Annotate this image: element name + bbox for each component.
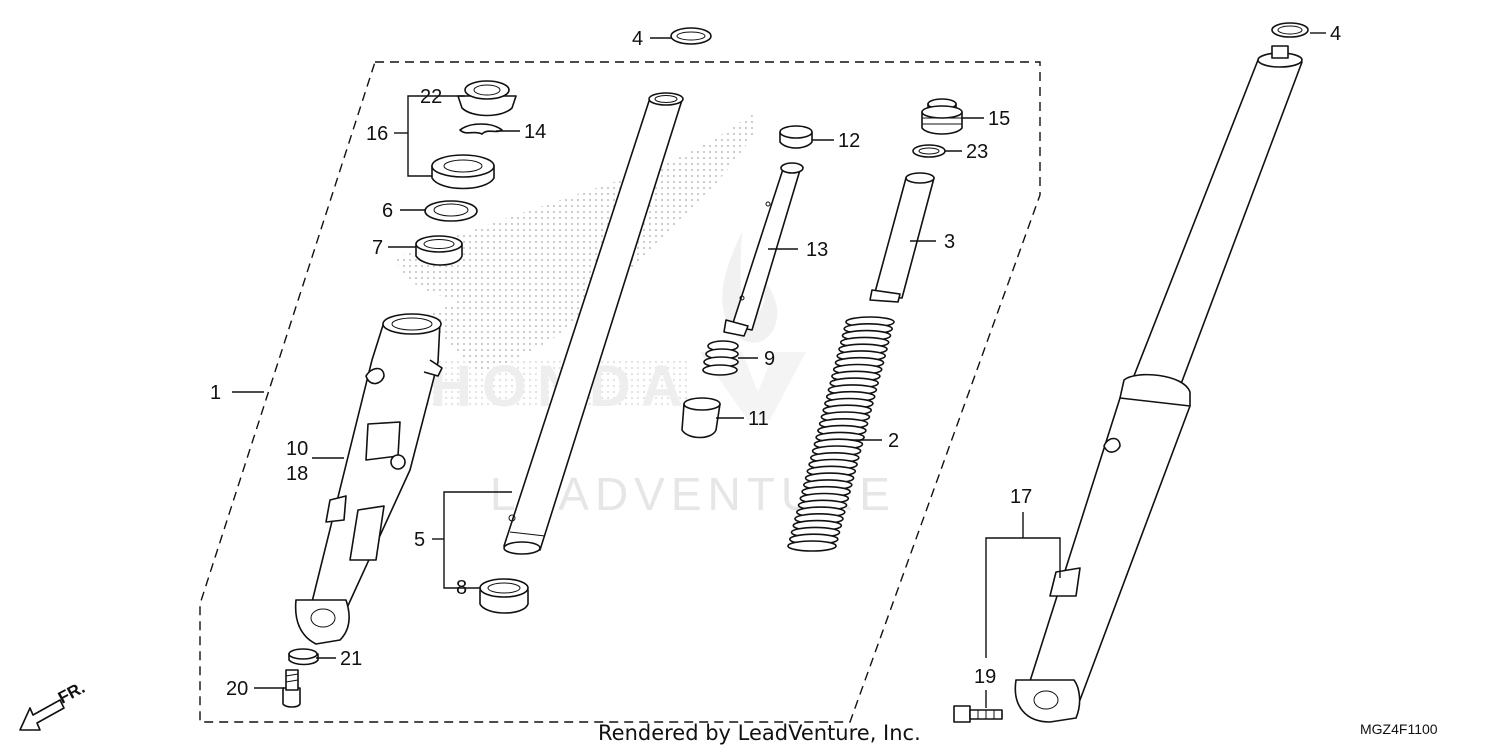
callout-23: 23 [966,141,988,163]
honda-wing-watermark [395,112,756,408]
front-direction-arrow: FR. [19,678,88,731]
part-2-fork-spring [787,316,895,552]
part-4-stopper-ring [670,27,712,45]
callout-15: 15 [988,108,1010,130]
callout-22: 22 [420,86,442,108]
callout-1: 1 [210,382,221,404]
callout-2: 2 [888,430,899,452]
part-16-oil-seal [431,154,495,190]
callout-21: 21 [340,648,362,670]
part-14-retaining-clip [459,123,503,135]
part-11-oil-lock-piece [681,397,721,439]
part-20-socket-bolt [282,669,301,708]
assembly-boundary [199,61,1041,723]
callout-6: 6 [382,200,393,222]
rendered-by-credit: Rendered by LeadVenture, Inc. [598,721,921,745]
part-23-o-ring [912,144,946,158]
part-21-washer [288,648,319,666]
part-19-flange-bolt [953,705,1003,723]
part-3-spacer [869,172,935,303]
callout-4: 4 [632,28,643,50]
callout-18: 18 [286,463,308,485]
callout-19: 19 [974,666,996,688]
callout-9: 9 [764,348,775,370]
complete-fork-assembly [1014,22,1309,723]
callout-10: 10 [286,438,308,460]
callout-12: 12 [838,130,860,152]
callout-14: 14 [524,121,546,143]
part-1-bottom-case [294,313,443,645]
part-6-backup-ring [424,200,478,222]
diagram-code: MGZ4F1100 [1360,721,1438,737]
callout-8: 8 [456,577,467,599]
callout-13: 13 [806,239,828,261]
callout-5: 5 [414,529,425,551]
part-9-rebound-spring [702,340,739,376]
leader-lines [232,32,1326,708]
part-12-piston-ring [779,125,813,149]
callout-17: 17 [1010,486,1032,508]
callout-11: 11 [748,408,769,430]
callout-16: 16 [366,123,388,145]
callout-4: 4 [1330,23,1341,45]
part-7-guide-bushing [415,235,463,266]
part-13-fork-piston [723,162,804,337]
part-22-dust-seal [457,80,517,117]
callout-20: 20 [226,678,248,700]
callout-3: 3 [944,231,955,253]
part-8-slide-bushing [479,578,529,614]
part-15-fork-cap-bolt [921,98,963,135]
part-5-fork-pipe [503,92,684,555]
callout-7: 7 [372,237,383,259]
